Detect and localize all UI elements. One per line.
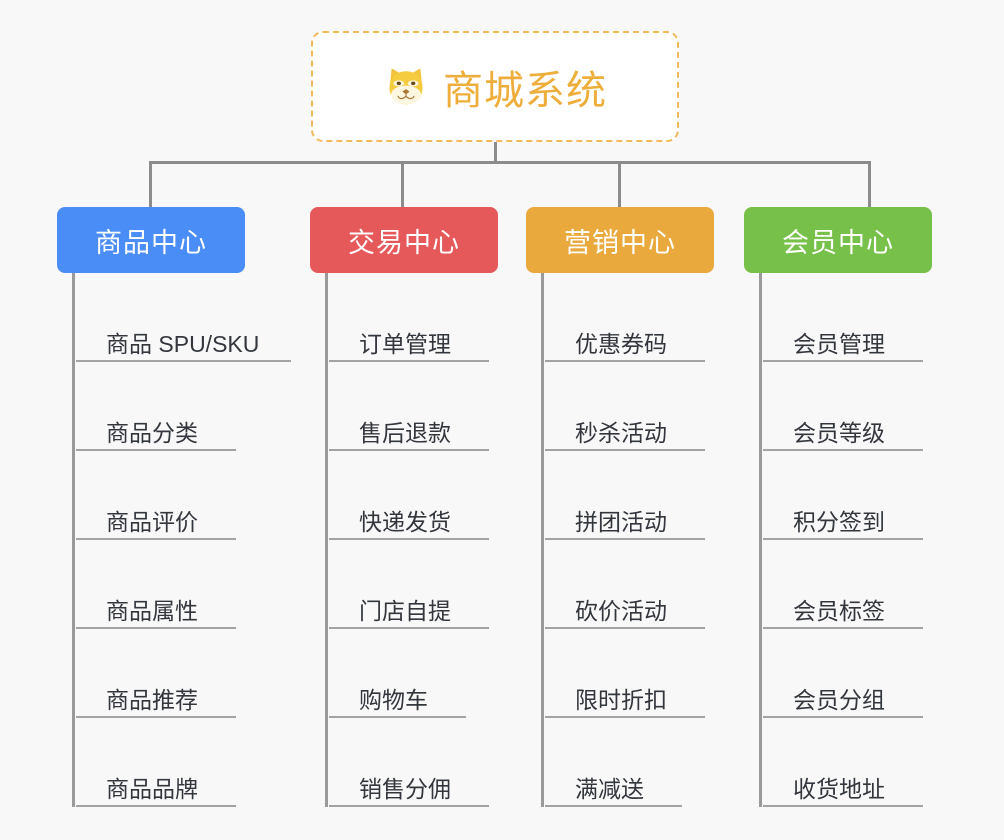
list-item-label: 销售分佣 (359, 776, 451, 802)
list-item-rule (545, 360, 705, 362)
list-item-label: 商品属性 (106, 598, 198, 624)
list-item-rule (763, 449, 923, 451)
list-item-rule (545, 627, 705, 629)
list-item[interactable]: 商品推荐 (76, 629, 259, 718)
list-item[interactable]: 满减送 (545, 718, 714, 807)
shiba-dog-face-icon (383, 64, 429, 110)
list-item[interactable]: 积分签到 (763, 451, 932, 540)
column-member-center: 会员中心会员管理会员等级积分签到会员标签会员分组收货地址 (744, 207, 932, 807)
list-item-label: 商品评价 (106, 509, 198, 535)
list-item-rule (76, 360, 291, 362)
category-box-product-center[interactable]: 商品中心 (57, 207, 245, 273)
list-item-label: 售后退款 (359, 420, 451, 446)
list-item-label: 会员分组 (793, 687, 885, 713)
list-item[interactable]: 商品评价 (76, 451, 259, 540)
list-item-rule (76, 805, 236, 807)
list-item-rule (329, 449, 489, 451)
connector-root-stem (494, 142, 497, 164)
list-item-label: 砍价活动 (575, 598, 667, 624)
list-item-rule (76, 627, 236, 629)
list-item-rule (763, 627, 923, 629)
list-item-rule (763, 716, 923, 718)
connector-horizontal-bus (149, 161, 871, 164)
list-item-rule (545, 805, 682, 807)
list-item[interactable]: 限时折扣 (545, 629, 714, 718)
list-item[interactable]: 会员管理 (763, 273, 932, 362)
category-label: 交易中心 (348, 227, 460, 258)
sub-item-list-trade-center: 订单管理售后退款快递发货门店自提购物车销售分佣 (325, 273, 498, 807)
list-item[interactable]: 会员等级 (763, 362, 932, 451)
connector-drop-member-center (868, 161, 871, 207)
list-item-rule (76, 449, 236, 451)
category-box-trade-center[interactable]: 交易中心 (310, 207, 498, 273)
list-item[interactable]: 收货地址 (763, 718, 932, 807)
list-item[interactable]: 销售分佣 (329, 718, 498, 807)
list-item-label: 商品推荐 (106, 687, 198, 713)
list-item-label: 会员等级 (793, 420, 885, 446)
category-box-member-center[interactable]: 会员中心 (744, 207, 932, 273)
list-item-rule (763, 538, 923, 540)
list-item-label: 会员管理 (793, 331, 885, 357)
list-item[interactable]: 售后退款 (329, 362, 498, 451)
list-item[interactable]: 快递发货 (329, 451, 498, 540)
list-item[interactable]: 会员分组 (763, 629, 932, 718)
list-item-rule (329, 805, 489, 807)
list-item-label: 商品 SPU/SKU (106, 331, 260, 357)
sub-item-list-product-center: 商品 SPU/SKU 商品分类商品评价商品属性商品推荐商品品牌 (72, 273, 291, 807)
list-item[interactable]: 门店自提 (329, 540, 498, 629)
list-item-label: 秒杀活动 (575, 420, 667, 446)
sub-item-list-marketing-center: 优惠券码秒杀活动拼团活动砍价活动限时折扣满减送 (541, 273, 714, 807)
list-item-rule (76, 538, 236, 540)
category-box-marketing-center[interactable]: 营销中心 (526, 207, 714, 273)
list-item-label: 积分签到 (793, 509, 885, 535)
list-item[interactable]: 商品分类 (76, 362, 259, 451)
column-product-center: 商品中心商品 SPU/SKU 商品分类商品评价商品属性商品推荐商品品牌 (57, 207, 291, 807)
list-item-label: 限时折扣 (575, 687, 667, 713)
list-item[interactable]: 拼团活动 (545, 451, 714, 540)
list-item[interactable]: 秒杀活动 (545, 362, 714, 451)
list-item-rule (763, 360, 923, 362)
list-item-rule (545, 716, 705, 718)
connector-drop-marketing-center (618, 161, 621, 207)
category-label: 营销中心 (564, 227, 676, 258)
list-item[interactable]: 优惠券码 (545, 273, 714, 362)
list-item-rule (545, 449, 705, 451)
list-item[interactable]: 商品属性 (76, 540, 259, 629)
list-item[interactable]: 购物车 (329, 629, 498, 718)
category-label: 会员中心 (782, 227, 894, 258)
list-item-label: 满减送 (575, 776, 644, 802)
list-item-label: 快递发货 (359, 509, 451, 535)
list-item-label: 购物车 (359, 687, 428, 713)
list-item[interactable]: 订单管理 (329, 273, 498, 362)
root-node-title: 商城系统 (443, 68, 607, 113)
list-item-label: 优惠券码 (575, 331, 667, 357)
column-marketing-center: 营销中心优惠券码秒杀活动拼团活动砍价活动限时折扣满减送 (526, 207, 714, 807)
root-node-card[interactable]: 商城系统 (311, 31, 679, 142)
list-item-label: 门店自提 (359, 598, 451, 624)
list-item-label: 收货地址 (793, 776, 885, 802)
connector-drop-trade-center (401, 161, 404, 207)
sub-item-list-member-center: 会员管理会员等级积分签到会员标签会员分组收货地址 (759, 273, 932, 807)
column-trade-center: 交易中心订单管理售后退款快递发货门店自提购物车销售分佣 (310, 207, 498, 807)
list-item-rule (329, 538, 489, 540)
list-item-rule (763, 805, 923, 807)
list-item-rule (76, 716, 236, 718)
list-item-rule (329, 360, 489, 362)
list-item-label: 会员标签 (793, 598, 885, 624)
list-item[interactable]: 会员标签 (763, 540, 932, 629)
list-item-rule (545, 538, 705, 540)
list-item-label: 订单管理 (359, 331, 451, 357)
category-label: 商品中心 (95, 227, 207, 258)
list-item-label: 商品品牌 (106, 776, 198, 802)
list-item-label: 商品分类 (106, 420, 198, 446)
list-item-label: 拼团活动 (575, 509, 667, 535)
list-item[interactable]: 商品 SPU/SKU (76, 273, 291, 362)
connector-drop-product-center (149, 161, 152, 207)
list-item[interactable]: 砍价活动 (545, 540, 714, 629)
list-item-rule (329, 716, 466, 718)
list-item[interactable]: 商品品牌 (76, 718, 259, 807)
list-item-rule (329, 627, 489, 629)
